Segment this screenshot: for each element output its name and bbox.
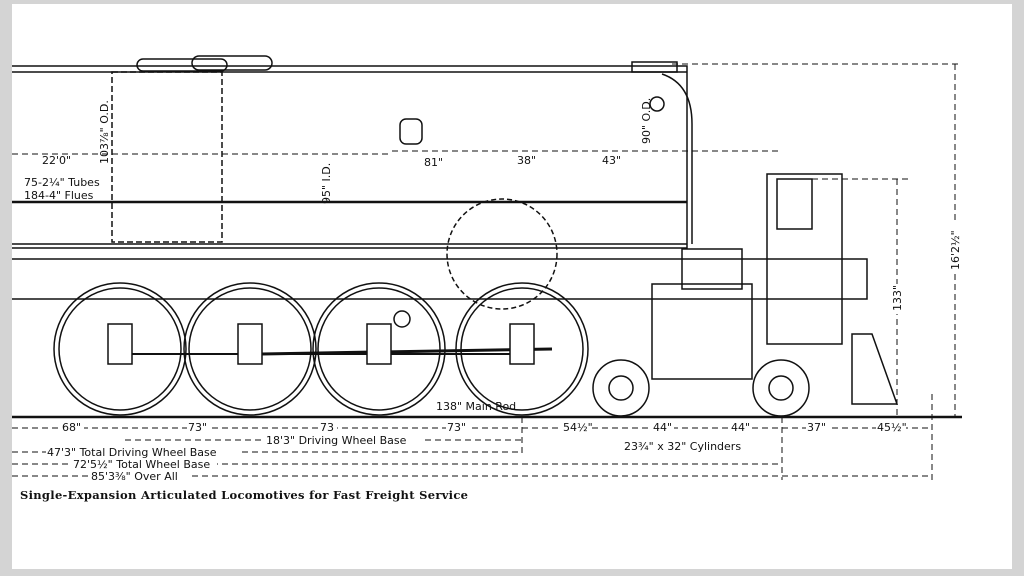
locomotive-elevation-drawing: 22'0" 75-2¼" Tubes 184-4" Flues 103⅞" O.… [12,55,962,483]
driving-wheel-base-label: 18'3" Driving Wheel Base [266,434,407,447]
center-height-label: 133" [891,285,904,311]
cylinders-label: 23¾" x 32" Cylinders [624,440,741,453]
boiler-od-rear-label: 103⅞" O.D. [98,100,111,164]
driving-wheel [455,282,589,416]
sand-dome [136,58,228,72]
frame [12,258,868,300]
smokestack [631,61,678,73]
flues-label: 184-4" Flues [24,189,94,202]
dim-54-label: 54½" [563,421,593,434]
over-all-label: 85'3⅜" Over All [91,470,178,483]
tubes-label: 75-2¼" Tubes [24,176,100,189]
boiler [12,65,688,249]
boiler-id-label: 95" I.D. [320,163,333,204]
main-rod-label: 138" Main Rod [436,400,516,413]
dim-73c-label: 73" [447,421,466,434]
pilot [851,333,899,405]
firebox [111,71,223,243]
drawing-sheet: 22'0" 75-2¼" Tubes 184-4" Flues 103⅞" O.… [12,4,1012,569]
dim-44a-label: 44" [653,421,672,434]
firebox-length-label: 22'0" [42,154,71,167]
overall-height-label: 16'2½" [949,230,962,270]
cylinder [651,283,753,380]
pilot-wheel [592,359,650,417]
driving-wheel [183,282,317,416]
air-pump [399,118,423,145]
air-cooler [776,178,813,230]
pilot-deck [766,173,843,345]
wheels [53,282,810,417]
dim-68-label: 68" [62,421,81,434]
dim-81-label: 81" [424,156,443,169]
steam-dome [191,55,273,71]
pilot-wheel [752,359,810,417]
drawing-caption: Single-Expansion Articulated Locomotives… [20,488,469,502]
locomotive-body [12,55,899,405]
total-driving-wheel-base-label: 47'3" Total Driving Wheel Base [47,446,217,459]
dim-43-label: 43" [602,154,621,167]
total-wheel-base-label: 72'5½" Total Wheel Base [73,458,210,471]
driving-wheel [53,282,187,416]
dim-44b-label: 44" [731,421,750,434]
dim-37-label: 37" [807,421,826,434]
dim-38-label: 38" [517,154,536,167]
headlight [649,96,665,112]
dimension-labels: 22'0" 75-2¼" Tubes 184-4" Flues 103⅞" O.… [24,98,962,483]
dim-45-label: 45½" [877,421,907,434]
dim-73a-label: 73" [188,421,207,434]
boiler-od-front-label: 90" O.D. [640,98,653,144]
driving-wheel [312,282,446,416]
dim-73b-label: 73 [320,421,334,434]
